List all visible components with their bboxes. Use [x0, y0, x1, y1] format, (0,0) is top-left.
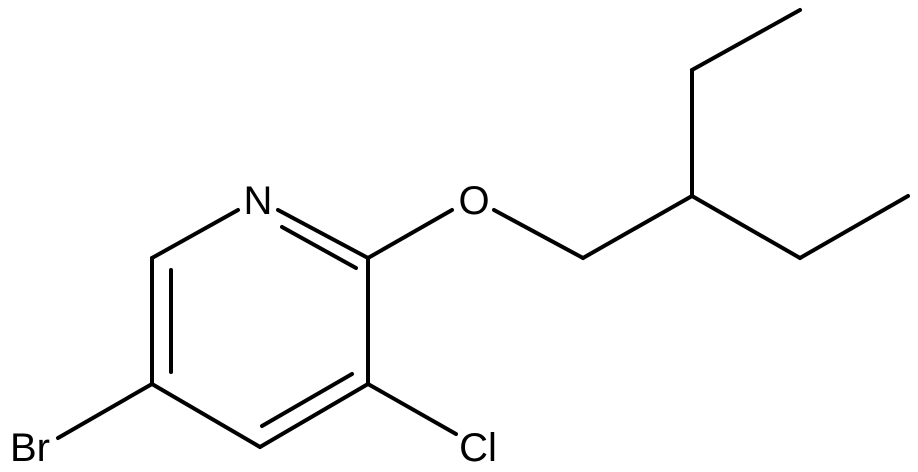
bond-c3-cl — [366, 382, 458, 436]
bond-c2-o — [366, 208, 454, 260]
bond-lower-ethyl-terminal — [798, 194, 910, 260]
bond-c6-n1 — [150, 208, 240, 260]
bond-o-ch2 — [492, 208, 585, 260]
atom-oxygen-label: O — [458, 179, 489, 223]
bond-n1-c2 — [276, 208, 370, 260]
bond-upper-ethyl-terminal — [690, 8, 802, 72]
bond-n1-c2-inner — [280, 225, 358, 270]
atom-nitrogen-label: N — [244, 179, 273, 223]
bond-c3-c4-inner — [260, 372, 354, 428]
atom-bromine-label: Br — [10, 426, 50, 470]
atom-chlorine-label: Cl — [459, 426, 497, 470]
bond-c4-c5 — [150, 382, 262, 449]
bond-ch-ch2-lower — [690, 194, 802, 260]
bond-c3-c4 — [258, 382, 370, 449]
bond-ch2-ch — [581, 194, 694, 260]
bond-c5-br — [56, 382, 154, 440]
